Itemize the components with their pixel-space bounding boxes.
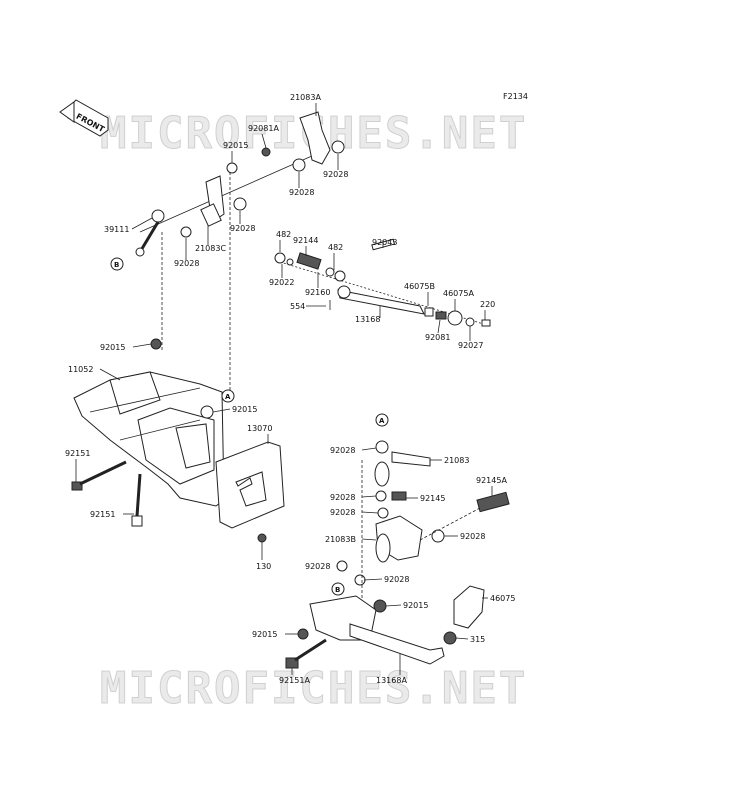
label-13168: 13168: [355, 315, 380, 324]
label-92028-d: 92028: [174, 259, 199, 268]
label-92027: 92027: [458, 341, 483, 350]
ref-b-pedal: B: [335, 586, 340, 594]
pedal-assembly: B: [285, 440, 510, 669]
label-92151: 92151: [65, 449, 90, 458]
label-92022: 92022: [269, 278, 294, 287]
ref-b-circle: [110, 257, 124, 271]
label-39111: 39111: [104, 225, 129, 234]
label-482-b: 482: [328, 243, 343, 252]
plate-13070: [215, 441, 285, 543]
label-46075: 46075: [490, 594, 515, 603]
label-92043: 92043: [372, 238, 397, 247]
label-92028-c: 92028: [230, 224, 255, 233]
label-92151-b: 92151: [90, 510, 115, 519]
label-21083: 21083: [444, 456, 469, 465]
frame-11052: A: [71, 338, 235, 527]
figure-code: F2134: [503, 92, 528, 101]
watermark-bottom: MICROFICHES.NET: [100, 663, 527, 714]
ref-a-pedal: A: [379, 417, 385, 425]
label-13070: 13070: [247, 424, 272, 433]
label-13168A: 13168A: [376, 676, 407, 685]
label-92028-j: 92028: [384, 575, 409, 584]
ref-a-circle: [375, 413, 389, 427]
label-21083A: 21083A: [290, 93, 321, 102]
label-46075A: 46075A: [443, 289, 474, 298]
front-arrow-icon: FRONT: [59, 99, 109, 137]
label-92028-f: 92028: [330, 493, 355, 502]
label-92160: 92160: [305, 288, 330, 297]
label-11052: 11052: [68, 365, 93, 374]
leader-lines: [75, 103, 493, 675]
label-92015-top: 92015: [223, 141, 248, 150]
label-92145: 92145: [420, 494, 445, 503]
label-92028-a: 92028: [323, 170, 348, 179]
label-130: 130: [256, 562, 271, 571]
label-92015-left: 92015: [252, 630, 277, 639]
label-92028-b: 92028: [289, 188, 314, 197]
label-554: 554: [290, 302, 305, 311]
label-92028-e: 92028: [330, 446, 355, 455]
ref-b-top: B: [114, 261, 119, 269]
ref-a-frame: A: [225, 393, 231, 401]
label-46075B: 46075B: [404, 282, 435, 291]
upper-shaft-assembly: [135, 111, 345, 390]
label-482-a: 482: [276, 230, 291, 239]
label-21083B: 21083B: [325, 535, 356, 544]
label-92144: 92144: [293, 236, 318, 245]
shaft-13168-assembly: [274, 238, 491, 327]
label-92015-low: 92015: [403, 601, 428, 610]
label-92028-h: 92028: [460, 532, 485, 541]
label-220: 220: [480, 300, 495, 309]
label-92081: 92081: [425, 333, 450, 342]
label-92151A: 92151A: [279, 676, 310, 685]
label-92028-g: 92028: [330, 508, 355, 517]
label-92028-i: 92028: [305, 562, 330, 571]
label-21083C: 21083C: [195, 244, 226, 253]
label-315: 315: [470, 635, 485, 644]
label-92081A: 92081A: [248, 124, 279, 133]
label-92145A: 92145A: [476, 476, 507, 485]
label-92015-mid: 92015: [100, 343, 125, 352]
label-92015-right: 92015: [232, 405, 257, 414]
